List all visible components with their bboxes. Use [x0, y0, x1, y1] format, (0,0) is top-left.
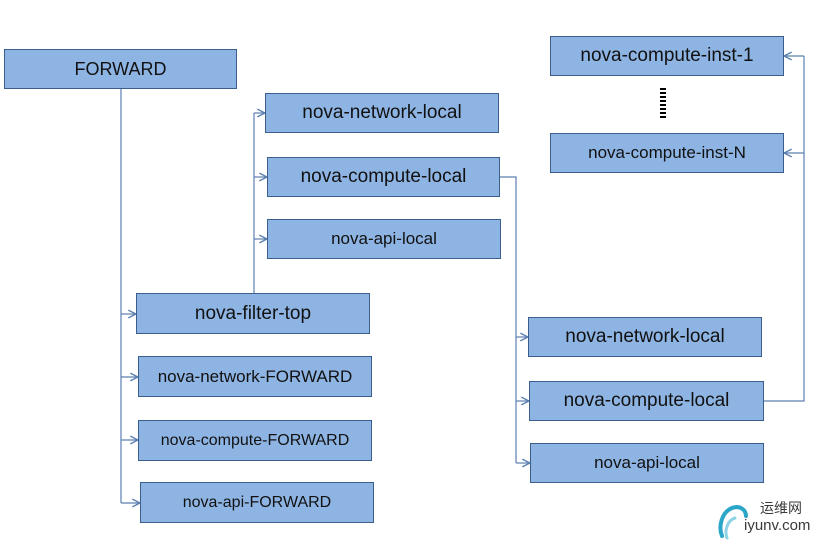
compute-local-1-trunk-line [500, 176, 517, 463]
ellipsis-dots [660, 88, 666, 118]
nova-network-forward-box: nova-network-FORWARD [138, 356, 372, 397]
nova-filter-top-box: nova-filter-top [136, 293, 370, 334]
nova-compute-forward-box: nova-compute-FORWARD [138, 420, 372, 461]
nova-network-local-box-1: nova-network-local [265, 93, 499, 133]
watermark-en-text: iyunv.com [744, 517, 811, 534]
nova-compute-inst-n-box: nova-compute-inst-N [550, 133, 784, 173]
compute-local-2-trunk-line [764, 56, 805, 402]
nova-api-local-box-1: nova-api-local [267, 219, 501, 259]
nova-compute-inst-1-box: nova-compute-inst-1 [550, 36, 784, 76]
nova-compute-local-box-1: nova-compute-local [267, 157, 500, 197]
forward-box: FORWARD [4, 49, 237, 89]
nova-compute-local-box-2: nova-compute-local [529, 381, 764, 421]
watermark-cn-text: 运维网 [760, 500, 802, 516]
nova-api-forward-box: nova-api-FORWARD [140, 482, 374, 523]
watermark-logo-icon [718, 505, 748, 540]
nova-network-local-box-2: nova-network-local [528, 317, 762, 357]
nova-api-local-box-2: nova-api-local [530, 443, 764, 483]
